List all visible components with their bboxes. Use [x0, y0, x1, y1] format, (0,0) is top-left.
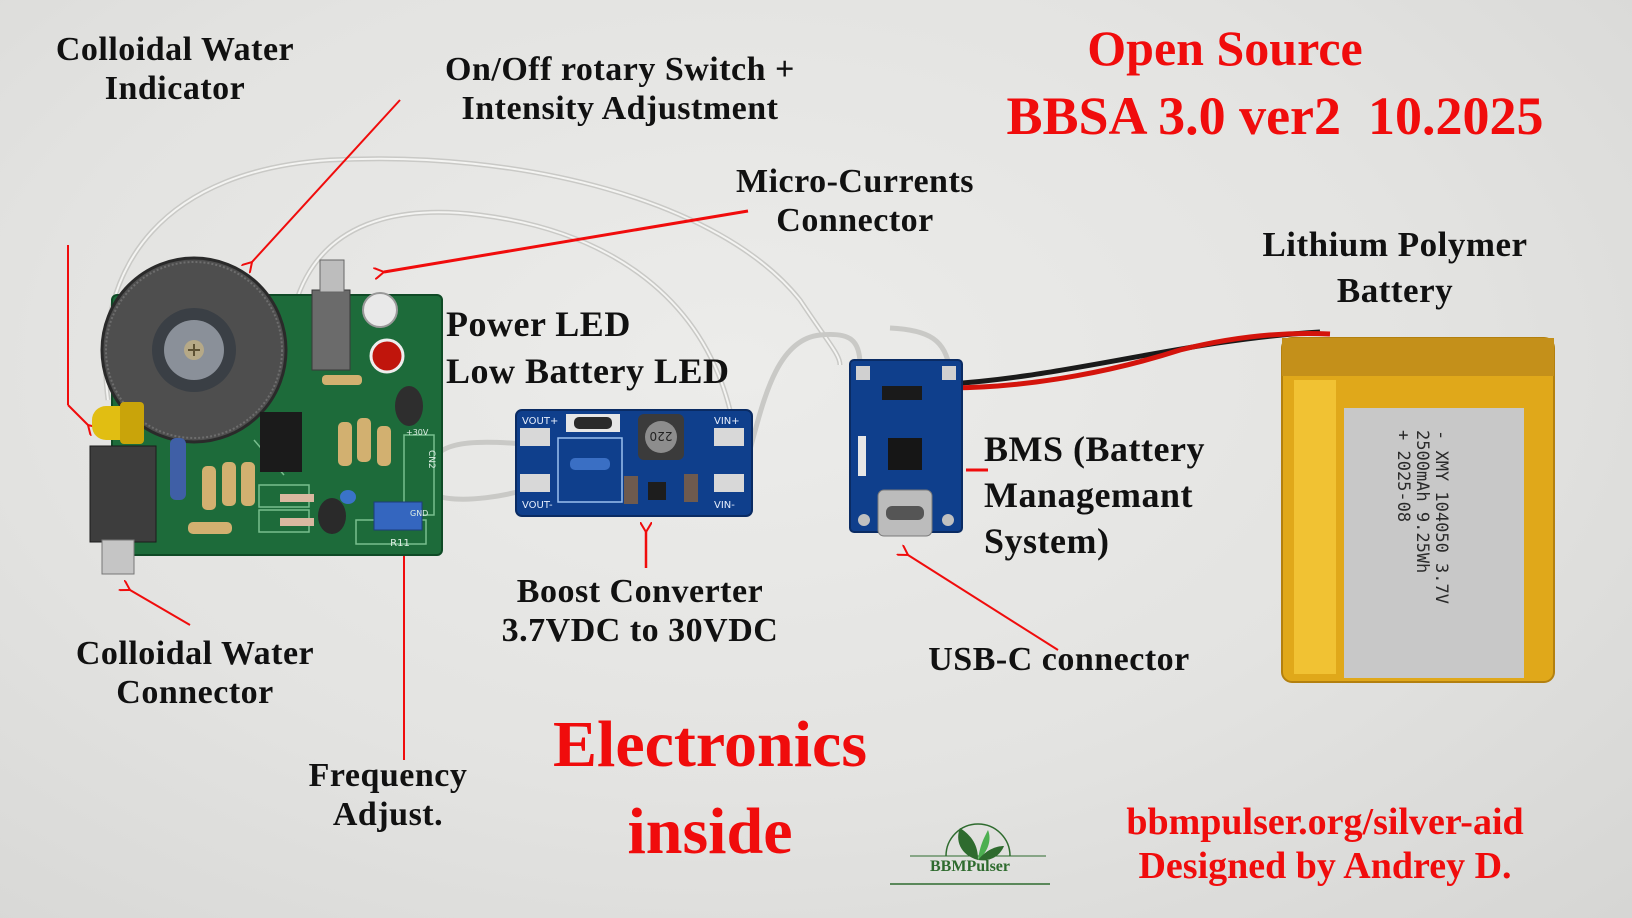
- rotary-switch-knob: [100, 256, 288, 444]
- tagline-electronics: Electronics: [552, 708, 868, 781]
- title-version: BBSA 3.0 ver2 10.2025: [1006, 86, 1544, 146]
- label-low-battery-led: Low Battery LED: [446, 351, 730, 391]
- wire-vin-bms: [739, 331, 863, 479]
- svg-text:CN2: CN2: [426, 450, 436, 469]
- boost-converter-board: 220 VOUT+ VOUT- VIN+ VIN-: [515, 409, 753, 517]
- colloidal-water-indicator-led: [92, 402, 144, 444]
- power-led: [362, 292, 398, 328]
- footer-designer: Designed by Andrey D.: [1138, 845, 1512, 887]
- battery-label: [1344, 408, 1524, 678]
- footer-url[interactable]: bbmpulser.org/silver-aid: [1126, 801, 1524, 843]
- arrow-rotary-switch: [252, 99, 401, 262]
- tagline-inside: inside: [627, 795, 793, 868]
- svg-text:VIN-: VIN-: [714, 500, 735, 511]
- logo-text: BBMPulser: [930, 858, 1010, 875]
- svg-text:+30V: +30V: [406, 428, 429, 437]
- label-usb-c-connector: USB-C connector: [928, 641, 1190, 678]
- wire-outer-hl: [104, 157, 841, 401]
- svg-text:R11: R11: [390, 538, 410, 549]
- battery-lead-black: [929, 329, 1321, 388]
- bbmpulser-logo: BBMPulser: [880, 800, 1060, 890]
- label-power-led: Power LED: [446, 304, 631, 344]
- bms-chip: [888, 438, 922, 470]
- colloidal-water-jack: [89, 445, 157, 543]
- bms-board: [849, 359, 963, 537]
- label-rotary-switch: On/Off rotary Switch +Intensity Adjustme…: [445, 51, 795, 127]
- frequency-trimmer: [373, 501, 423, 531]
- svg-text:VOUT-: VOUT-: [522, 500, 553, 511]
- ic-chip: [260, 412, 302, 472]
- svg-text:VOUT+: VOUT+: [522, 416, 558, 427]
- micro-current-jack: [311, 289, 351, 371]
- svg-text:GND: GND: [410, 509, 428, 518]
- svg-text:220: 220: [650, 429, 673, 443]
- title-open-source: Open Source: [1087, 20, 1363, 76]
- lipo-battery: - XMY 104050 3.7V 2500mAh 9.25Wh + 2025-…: [1281, 337, 1555, 683]
- arrow-usb-c: [908, 555, 1059, 651]
- leaf-logo-icon: [890, 823, 1050, 885]
- arrow-colloidal-connector: [130, 590, 191, 626]
- svg-text:+ 2025-08: + 2025-08: [1393, 430, 1413, 522]
- main-pulser-board: R11 CN2 +30V GND: [89, 256, 443, 575]
- wire-inner-hl: [294, 211, 731, 411]
- svg-text:2500mAh 9.25Wh: 2500mAh 9.25Wh: [1412, 430, 1432, 573]
- low-battery-led: [369, 338, 405, 374]
- arrow-micro-currents: [384, 209, 749, 272]
- svg-text:- XMY 104050 3.7V: - XMY 104050 3.7V: [1431, 430, 1451, 604]
- svg-text:VIN+: VIN+: [714, 416, 740, 427]
